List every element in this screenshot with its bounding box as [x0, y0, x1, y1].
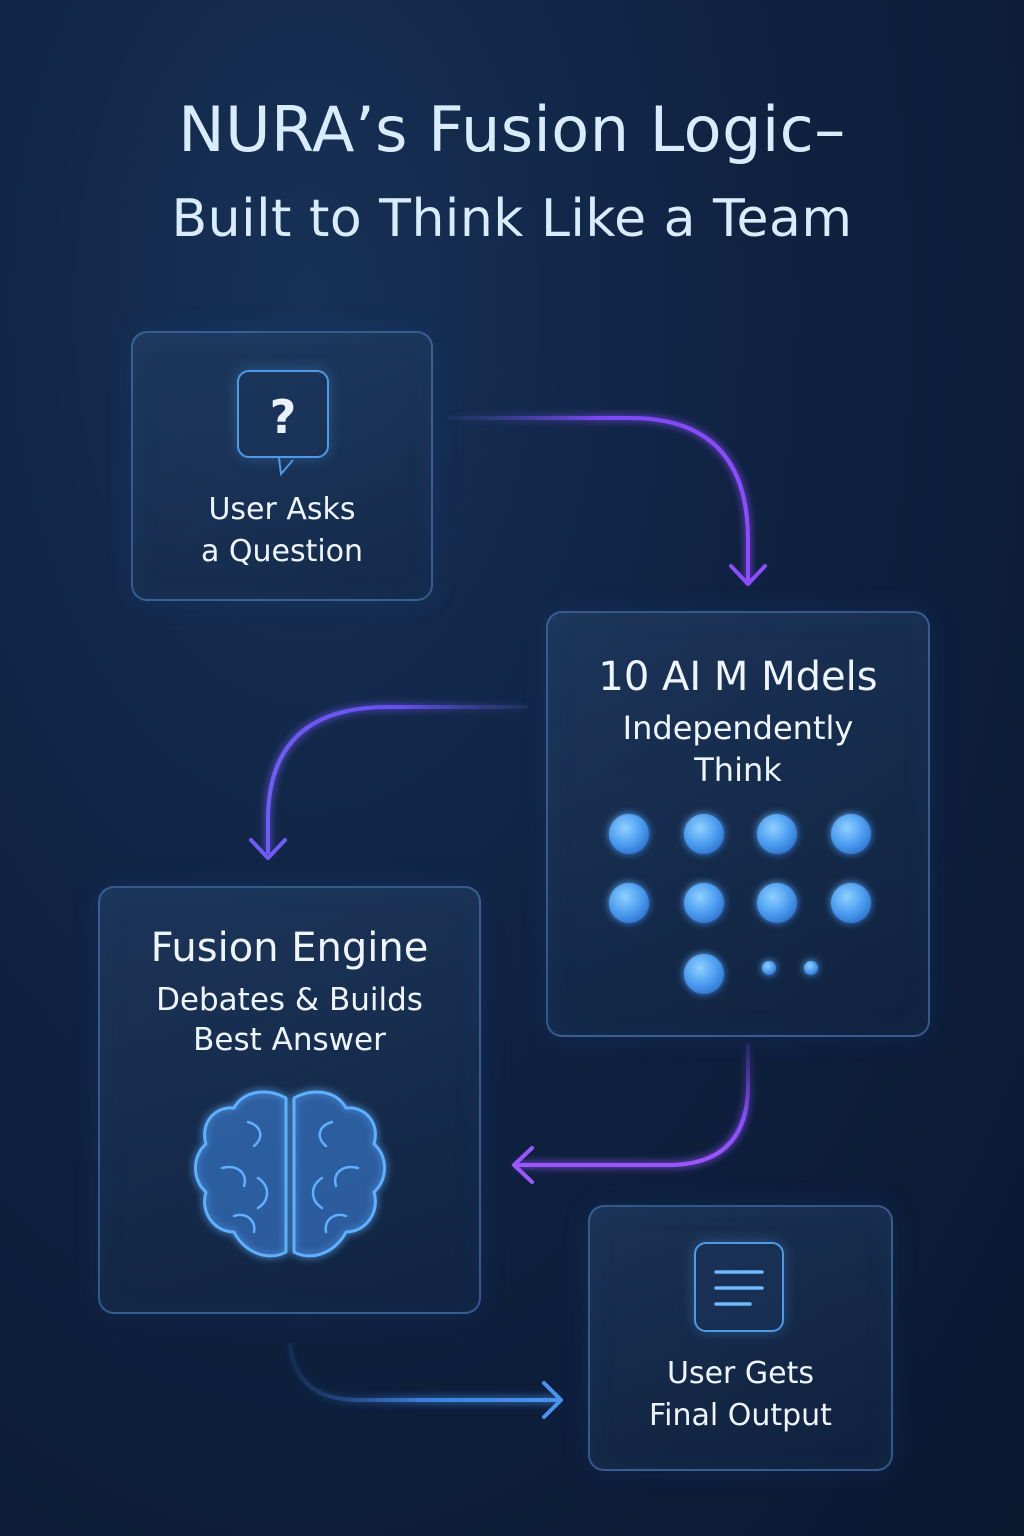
model-dot [684, 883, 724, 923]
brain-icon [194, 1090, 386, 1258]
title-line-1: NURA’s Fusion Logic– [178, 93, 846, 166]
model-dot [757, 883, 797, 923]
step-user-asks-label-2: a Question [200, 534, 364, 569]
step-models-label-1: Independently [622, 709, 854, 747]
arrowhead-down-icon [249, 838, 287, 860]
model-dot-small [762, 961, 776, 975]
document-lines-icon [694, 1242, 784, 1332]
model-dot [831, 883, 871, 923]
model-dot [831, 814, 871, 854]
arrowhead-down-icon [729, 564, 767, 586]
step-models-label-2: Think [694, 751, 782, 789]
model-dot [757, 814, 797, 854]
arrowhead-right-icon [542, 1381, 563, 1419]
model-dot [609, 883, 649, 923]
title-line-2: Built to Think Like a Team [171, 189, 853, 249]
connector-ask-to-models [448, 416, 750, 582]
step-fusion-title: Fusion Engine [150, 925, 429, 971]
step-final-output-card: User Gets Final Output [588, 1205, 893, 1471]
step-fusion-label-1: Debates & Builds [156, 982, 423, 1018]
step-user-asks-label-1: User Asks [208, 492, 356, 527]
connector-fusion-to-output [288, 1343, 558, 1402]
step-models-card: 10 AI M Mdels Independently Think [546, 611, 930, 1037]
step-fusion-engine-card: Fusion Engine Debates & Builds Best Answ… [98, 886, 481, 1314]
step-final-output-label-1: User Gets [666, 1356, 814, 1391]
question-bubble-icon: ? [237, 370, 329, 477]
model-dot-small [804, 961, 818, 975]
model-dot [609, 814, 649, 854]
step-models-title: 10 AI M Mdels [598, 654, 878, 700]
step-fusion-label-2: Best Answer [193, 1022, 386, 1058]
connector-models-to-fusion [266, 705, 528, 854]
model-dots-icon [609, 814, 871, 994]
connector-models-to-fusion-return [516, 1043, 750, 1167]
step-user-asks-card: ? User Asks a Question [131, 331, 433, 601]
step-final-output-label-2: Final Output [649, 1398, 832, 1433]
model-dot [684, 814, 724, 854]
arrowhead-left-icon [512, 1146, 534, 1184]
model-dot [684, 954, 724, 994]
svg-text:?: ? [270, 390, 297, 444]
